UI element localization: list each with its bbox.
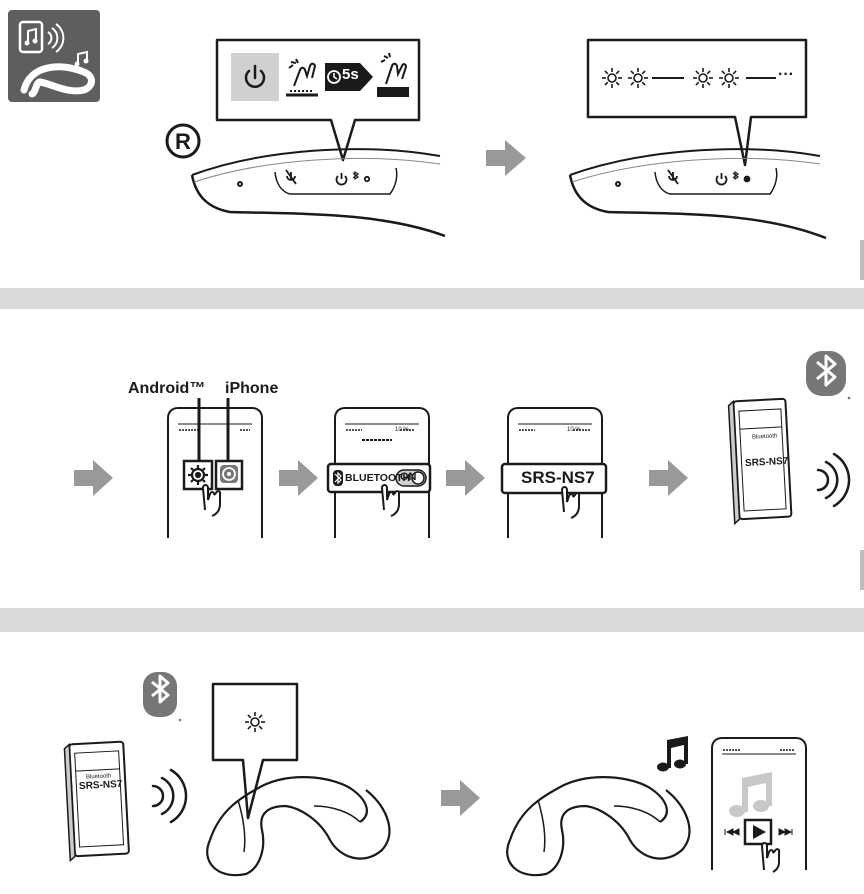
player-controls: [724, 818, 793, 846]
power-icon: [335, 173, 348, 186]
android-label: Android™: [128, 380, 206, 397]
speaker-body-right: [568, 148, 827, 240]
flashing-led-icon: [693, 68, 713, 88]
bluetooth-icon: [352, 170, 360, 181]
step-arrow: [649, 460, 688, 496]
mic-mute-icon: [667, 169, 679, 185]
indicator-callout: [586, 38, 808, 167]
phone-connected: [727, 397, 793, 526]
press-hand-icon: [377, 52, 409, 97]
step-arrow: [486, 140, 526, 176]
device-name-label[interactable]: SRS-NS7: [521, 468, 595, 487]
music-note-icon: [657, 736, 688, 772]
bluetooth-icon: [333, 470, 343, 486]
power-icon: [244, 64, 266, 88]
flashing-led-icon: [245, 712, 265, 732]
top-section-illustration: [190, 38, 864, 280]
section-divider: [0, 288, 864, 309]
flashing-led-icon: [602, 68, 622, 88]
play-icon: [753, 825, 766, 839]
step-arrow: [441, 780, 480, 816]
next-icon: [778, 828, 793, 836]
phone-settings: [167, 398, 263, 538]
neckband-speaker-left: [206, 776, 391, 877]
step-arrow: [279, 460, 318, 496]
flashing-led-icon: [719, 68, 739, 88]
mic-mute-icon: [285, 169, 297, 185]
section-divider: [0, 608, 864, 632]
bluetooth-toggle-state[interactable]: ON: [400, 471, 417, 483]
tap-hand-icon: [560, 486, 581, 519]
phone-music-player: [711, 737, 807, 870]
indicator-sequence-end: ···: [778, 66, 794, 83]
svg-text:R: R: [175, 129, 191, 154]
iphone-label: iPhone: [225, 380, 279, 397]
indicator-led: [363, 175, 371, 183]
power-icon: [715, 173, 728, 186]
timer-icon: [325, 63, 373, 91]
settings-gear-icon: [188, 465, 208, 485]
phone-bluetooth: [326, 407, 432, 538]
step-arrow: [74, 460, 113, 496]
flashing-led-icon: [628, 68, 648, 88]
status-time-label: 10 %: [395, 427, 409, 433]
neckband-speaker-right: [506, 776, 691, 877]
led-callout: [211, 682, 299, 820]
hold-duration-label: 5s: [342, 66, 359, 83]
power-instruction-callout: [215, 38, 421, 162]
flashing-led-icon: [245, 712, 265, 732]
bottom-section-illustration: [63, 672, 807, 877]
registered-mark-icon: R: [165, 123, 201, 159]
press-hand-icon: [286, 58, 318, 97]
bluetooth-setting-label: BLUETOOTH: [345, 472, 411, 484]
phone-connected: [63, 740, 130, 863]
status-time-label: 10 %: [567, 427, 581, 433]
wave-icon: [816, 452, 851, 508]
device-name-label: SRS-NS7: [78, 778, 123, 793]
bluetooth-icon: [143, 672, 177, 717]
wave-icon: [151, 768, 188, 824]
music-note-icon: [729, 772, 772, 817]
settings-gear-icon: [220, 465, 238, 483]
tap-hand-icon: [380, 484, 401, 517]
bluetooth-icon: [732, 170, 740, 181]
tap-hand-icon: [760, 842, 781, 873]
tap-hand-icon: [201, 484, 222, 517]
previous-icon: [724, 828, 740, 836]
music-app-icon: [8, 10, 100, 102]
middle-section-illustration: [74, 351, 864, 590]
phone-device-list: [500, 407, 608, 538]
device-name-label: SRS-NS7: [744, 455, 789, 470]
bluetooth-icon: [806, 351, 846, 396]
step-arrow: [446, 460, 485, 496]
speaker-body-left: [190, 148, 446, 238]
indicator-led: [743, 175, 751, 183]
